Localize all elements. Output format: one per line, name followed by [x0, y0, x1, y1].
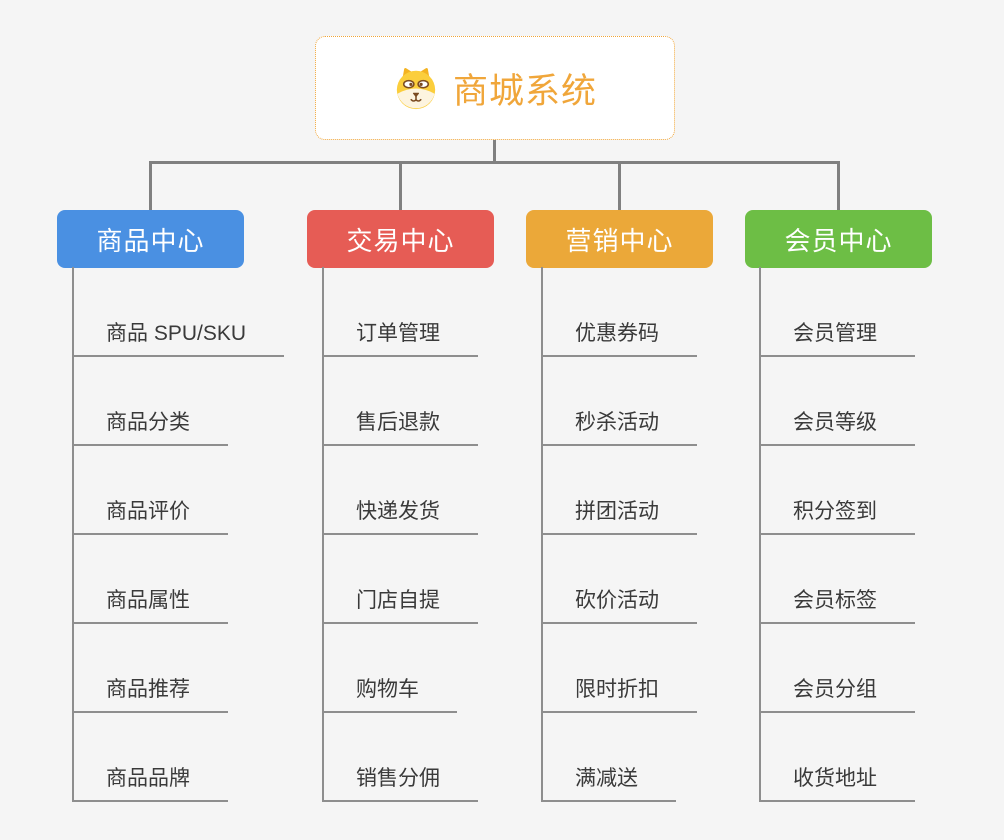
leaf-node[interactable]: 购物车: [322, 677, 457, 713]
leaf-node[interactable]: 订单管理: [322, 321, 478, 357]
leaf-node[interactable]: 满减送: [541, 766, 676, 802]
connector-horizontal-rail: [149, 161, 840, 164]
leaf-node[interactable]: 商品推荐: [72, 677, 228, 713]
connector-drop-marketing: [618, 161, 621, 211]
leaf-node[interactable]: 商品 SPU/SKU: [72, 321, 285, 357]
leaf-node[interactable]: 商品评价: [72, 499, 228, 535]
leaf-node[interactable]: 拼团活动: [541, 499, 697, 535]
leaf-node[interactable]: 商品属性: [72, 588, 228, 624]
connector-drop-product: [149, 161, 152, 211]
leaf-node[interactable]: 积分签到: [759, 499, 915, 535]
branch-children-marketing-center: 优惠券码 秒杀活动 拼团活动 砍价活动 限时折扣 满减送: [541, 267, 776, 802]
branch-children-trade-center: 订单管理 售后退款 快递发货 门店自提 购物车 销售分佣: [322, 267, 557, 802]
branch-node-member-center[interactable]: 会员中心: [745, 210, 932, 268]
leaf-node[interactable]: 商品分类: [72, 410, 228, 446]
connector-drop-trade: [399, 161, 402, 211]
root-title: 商城系统: [452, 71, 597, 111]
connector-root-stub: [493, 140, 496, 163]
connector-drop-member: [837, 161, 840, 211]
branch-node-trade-center[interactable]: 交易中心: [307, 210, 494, 268]
leaf-node[interactable]: 砍价活动: [541, 588, 697, 624]
leaf-node[interactable]: 秒杀活动: [541, 410, 697, 446]
branch-children-member-center: 会员管理 会员等级 积分签到 会员标签 会员分组 收货地址: [759, 267, 994, 802]
dog-face-icon: [393, 65, 439, 111]
branch-node-product-center[interactable]: 商品中心: [57, 210, 244, 268]
branch-node-marketing-center[interactable]: 营销中心: [526, 210, 713, 268]
root-node[interactable]: 商城系统: [315, 36, 675, 140]
leaf-node[interactable]: 优惠券码: [541, 321, 697, 357]
branch-children-product-center: 商品 SPU/SKU 商品分类 商品评价 商品属性 商品推荐 商品品牌: [72, 267, 307, 802]
leaf-node[interactable]: 会员标签: [759, 588, 915, 624]
leaf-node[interactable]: 门店自提: [322, 588, 478, 624]
leaf-node[interactable]: 销售分佣: [322, 766, 478, 802]
leaf-node[interactable]: 快递发货: [322, 499, 478, 535]
leaf-node[interactable]: 会员分组: [759, 677, 915, 713]
leaf-node[interactable]: 会员管理: [759, 321, 915, 357]
leaf-node[interactable]: 会员等级: [759, 410, 915, 446]
leaf-node[interactable]: 售后退款: [322, 410, 478, 446]
leaf-node[interactable]: 收货地址: [759, 766, 915, 802]
leaf-node[interactable]: 限时折扣: [541, 677, 697, 713]
leaf-node[interactable]: 商品品牌: [72, 766, 228, 802]
